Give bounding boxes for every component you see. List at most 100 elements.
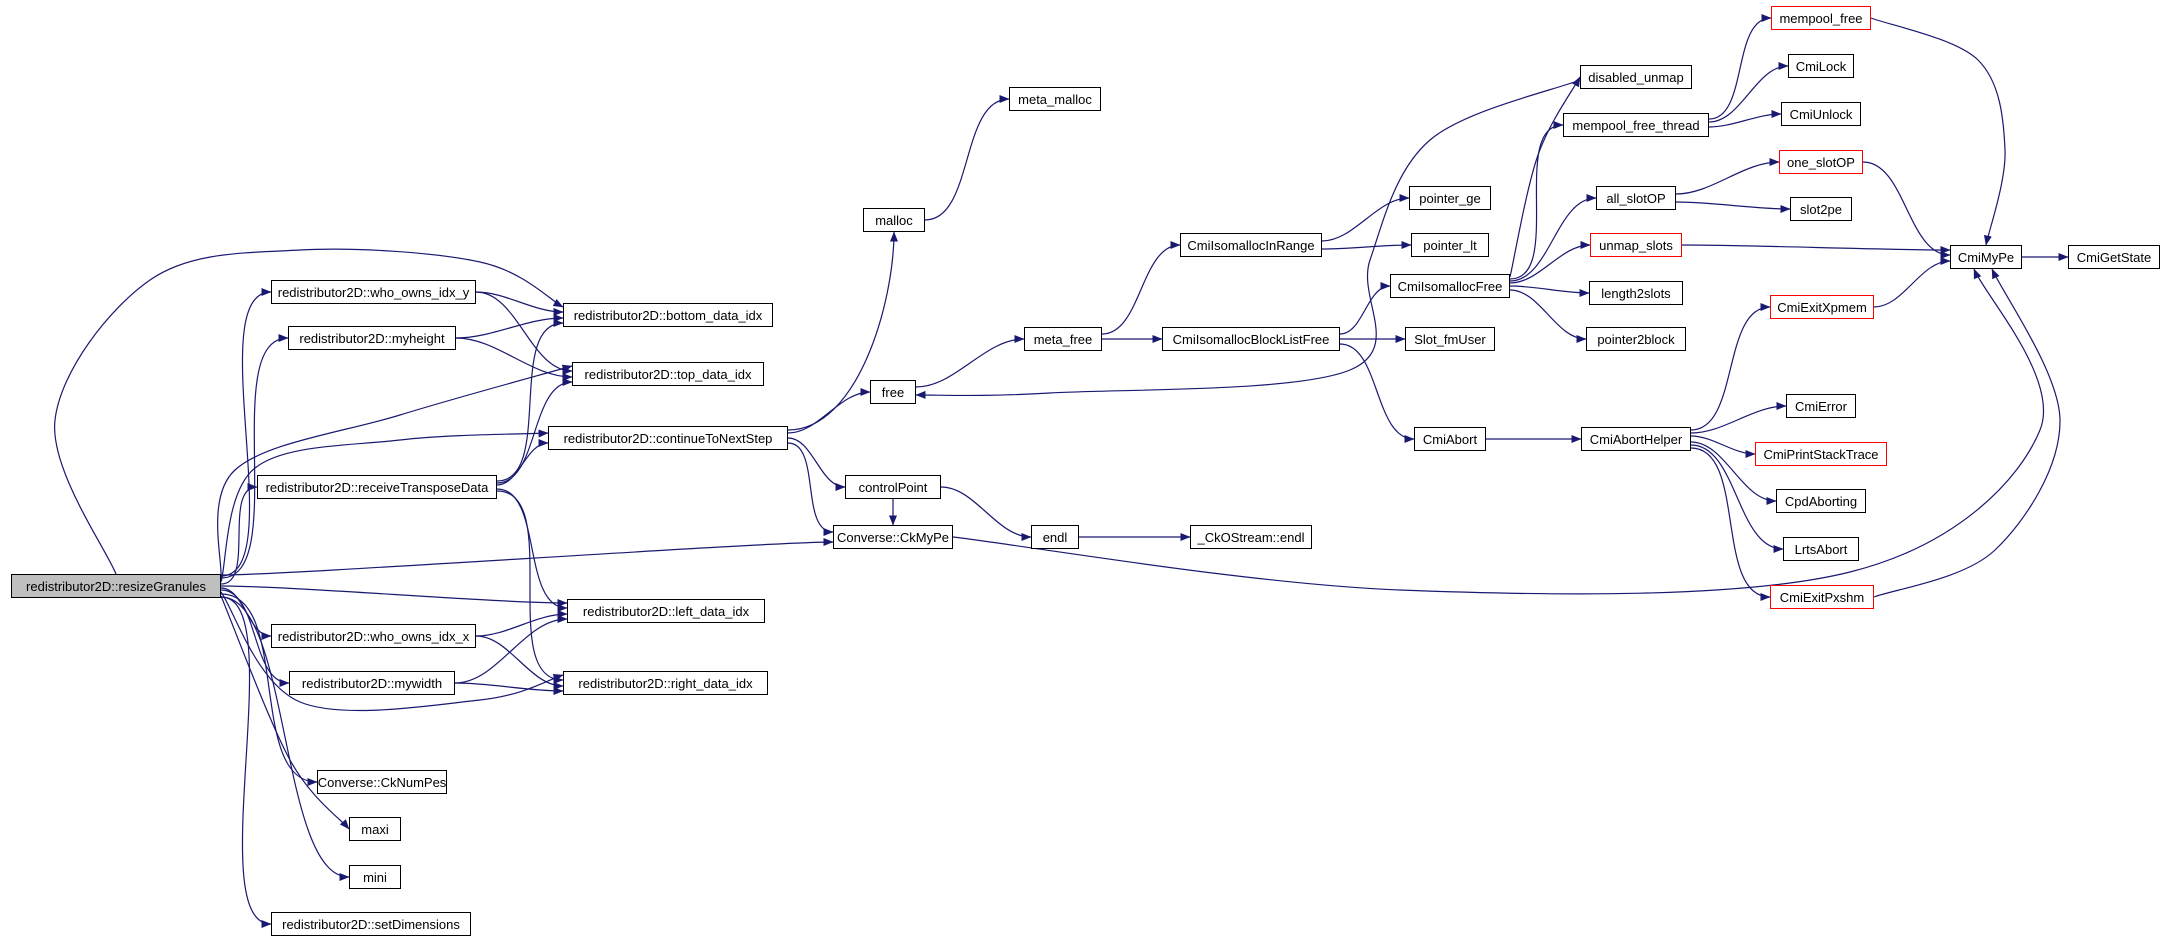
graph-edge-meta_free-to-CmiIsomallocInRange — [1101, 241, 1181, 335]
graph-node-top_data_idx[interactable]: redistributor2D::top_data_idx — [572, 362, 764, 386]
graph-node-slot2pe[interactable]: slot2pe — [1790, 197, 1852, 221]
graph-edge-resizeGranules-to-myheight — [220, 334, 289, 579]
graph-edge-who_owns_idx_x-to-left_data_idx — [475, 610, 568, 637]
graph-node-CpdAborting[interactable]: CpdAborting — [1776, 489, 1866, 513]
graph-node-mempool_free[interactable]: mempool_free — [1771, 6, 1871, 30]
graph-node-CmiMyPe[interactable]: CmiMyPe — [1950, 245, 2022, 269]
graph-node-mempool_free_thread[interactable]: mempool_free_thread — [1563, 113, 1709, 137]
graph-edge-resizeGranules-to-continueToNextStep — [220, 429, 549, 583]
graph-node-length2slots[interactable]: length2slots — [1589, 281, 1683, 305]
graph-node-pointer2block[interactable]: pointer2block — [1586, 327, 1686, 351]
graph-edge-all_slotOP-to-slot2pe — [1675, 201, 1791, 213]
graph-edge-CmiAbortHelper-to-CmiExitPxshm — [1690, 447, 1771, 601]
graph-edge-resizeGranules-to-setDimensions — [220, 596, 272, 928]
graph-edge-mempool_free-to-CmiMyPe — [1870, 17, 2006, 246]
graph-node-CmiLock[interactable]: CmiLock — [1788, 54, 1854, 78]
graph-node-CmiError[interactable]: CmiError — [1786, 394, 1856, 418]
graph-node-pointer_lt[interactable]: pointer_lt — [1411, 233, 1489, 257]
graph-edge-myheight-to-top_data_idx — [455, 337, 573, 381]
graph-edge-CmiIsomallocFree-to-all_slotOP — [1509, 194, 1597, 282]
graph-edge-disabled_unmap-to-free — [915, 79, 1581, 399]
graph-edge-who_owns_idx_y-to-top_data_idx — [475, 291, 573, 375]
graph-node-CmiUnlock[interactable]: CmiUnlock — [1781, 102, 1861, 126]
graph-node-disabled_unmap[interactable]: disabled_unmap — [1580, 65, 1692, 89]
graph-node-free[interactable]: free — [870, 380, 916, 404]
graph-node-setDimensions[interactable]: redistributor2D::setDimensions — [271, 912, 471, 936]
graph-edge-continueToNextStep-to-free — [787, 388, 871, 434]
graph-edge-receiveTransposeData-to-bottom_data_idx — [496, 319, 564, 482]
graph-node-continueToNextStep[interactable]: redistributor2D::continueToNextStep — [548, 426, 788, 450]
graph-edge-mempool_free_thread-to-CmiUnlock — [1708, 110, 1782, 128]
graph-node-bottom_data_idx[interactable]: redistributor2D::bottom_data_idx — [563, 303, 773, 327]
graph-node-mini[interactable]: mini — [349, 865, 401, 889]
graph-node-myheight[interactable]: redistributor2D::myheight — [288, 326, 456, 350]
graph-edge-malloc-to-meta_malloc — [924, 95, 1010, 221]
graph-edge-CmiAbortHelper-to-LrtsAbort — [1690, 444, 1784, 553]
graph-edge-myheight-to-bottom_data_idx — [455, 314, 564, 339]
graph-node-one_slotOP[interactable]: one_slotOP — [1779, 150, 1863, 174]
graph-node-CmiAbort[interactable]: CmiAbort — [1414, 427, 1486, 451]
graph-edge-CmiIsomallocInRange-to-pointer_lt — [1321, 241, 1412, 250]
graph-edge-free-to-meta_free — [915, 335, 1025, 388]
graph-node-receiveTransposeData[interactable]: redistributor2D::receiveTransposeData — [257, 475, 497, 499]
graph-node-right_data_idx[interactable]: redistributor2D::right_data_idx — [563, 671, 768, 695]
graph-edge-all_slotOP-to-one_slotOP — [1675, 158, 1780, 195]
graph-edge-unmap_slots-to-CmiMyPe — [1681, 244, 1951, 254]
graph-node-Slot_fmUser[interactable]: Slot_fmUser — [1405, 327, 1495, 351]
graph-node-all_slotOP[interactable]: all_slotOP — [1596, 186, 1676, 210]
graph-edge-receiveTransposeData-to-top_data_idx — [496, 378, 573, 484]
graph-edge-CkMyPe-to-CmiMyPe — [952, 268, 2045, 595]
graph-edge-resizeGranules-to-CkNumPes — [220, 593, 318, 786]
graph-edge-continueToNextStep-to-CkMyPe — [787, 442, 834, 536]
graph-node-CmiIsomallocFree[interactable]: CmiIsomallocFree — [1390, 274, 1510, 298]
graph-node-LrtsAbort[interactable]: LrtsAbort — [1783, 537, 1859, 561]
graph-node-pointer_ge[interactable]: pointer_ge — [1409, 186, 1491, 210]
graph-node-CmiPrintStackTrace[interactable]: CmiPrintStackTrace — [1755, 442, 1887, 466]
graph-node-left_data_idx[interactable]: redistributor2D::left_data_idx — [567, 599, 765, 623]
graph-node-CmiGetState[interactable]: CmiGetState — [2068, 245, 2160, 269]
graph-node-CkMyPe[interactable]: Converse::CkMyPe — [833, 525, 953, 549]
graph-edge-CmiIsomallocFree-to-disabled_unmap — [1509, 76, 1581, 278]
graph-edge-resizeGranules-to-bottom_data_idx — [54, 248, 564, 575]
graph-node-who_owns_idx_x[interactable]: redistributor2D::who_owns_idx_x — [271, 624, 476, 648]
graph-node-CmiIsomallocBlockListFree[interactable]: CmiIsomallocBlockListFree — [1162, 327, 1340, 351]
graph-edge-CmiExitXpmem-to-CmiMyPe — [1873, 257, 1951, 308]
graph-node-CmiExitXpmem[interactable]: CmiExitXpmem — [1770, 295, 1874, 319]
graph-node-CmiExitPxshm[interactable]: CmiExitPxshm — [1770, 585, 1874, 609]
graph-edge-CmiIsomallocFree-to-mempool_free_thread — [1509, 121, 1564, 280]
graph-node-CkNumPes[interactable]: Converse::CkNumPes — [317, 770, 447, 794]
graph-node-who_owns_idx_y[interactable]: redistributor2D::who_owns_idx_y — [271, 280, 476, 304]
graph-edge-resizeGranules-to-right_data_idx — [220, 591, 564, 712]
graph-node-meta_free[interactable]: meta_free — [1024, 327, 1102, 351]
graph-node-CmiAbortHelper[interactable]: CmiAbortHelper — [1581, 427, 1691, 451]
graph-edge-CmiIsomallocBlockListFree-to-CmiAbort — [1339, 343, 1415, 443]
graph-node-malloc[interactable]: malloc — [863, 208, 925, 232]
graph-node-meta_malloc[interactable]: meta_malloc — [1009, 87, 1101, 111]
graph-edge-CmiExitPxshm-to-CmiMyPe — [1873, 268, 2061, 598]
graph-node-CmiIsomallocInRange[interactable]: CmiIsomallocInRange — [1180, 233, 1322, 257]
graph-edge-CmiIsomallocFree-to-pointer2block — [1509, 289, 1587, 343]
graph-edge-controlPoint-to-endl — [940, 486, 1032, 541]
graph-edge-resizeGranules-to-left_data_idx — [220, 585, 568, 607]
graph-edge-who_owns_idx_y-to-bottom_data_idx — [475, 291, 564, 316]
graph-edge-resizeGranules-to-receiveTransposeData — [220, 483, 258, 585]
graph-node-mywidth[interactable]: redistributor2D::mywidth — [289, 671, 455, 695]
graph-edge-CmiIsomallocFree-to-unmap_slots — [1509, 241, 1591, 284]
graph-edge-receiveTransposeData-to-continueToNextStep — [496, 439, 549, 486]
graph-edge-CmiIsomallocBlockListFree-to-CmiIsomallocFree — [1339, 282, 1391, 335]
graph-node-controlPoint[interactable]: controlPoint — [845, 475, 941, 499]
graph-edge-mywidth-to-right_data_idx — [454, 682, 564, 695]
graph-edge-resizeGranules-to-top_data_idx — [217, 364, 573, 581]
graph-edge-mywidth-to-left_data_idx — [454, 615, 568, 684]
graph-node-unmap_slots[interactable]: unmap_slots — [1590, 233, 1682, 257]
graph-node-resizeGranules[interactable]: redistributor2D::resizeGranules — [11, 574, 221, 598]
edge-group — [54, 14, 2069, 928]
graph-edge-resizeGranules-to-who_owns_idx_y — [220, 288, 272, 577]
graph-node-maxi[interactable]: maxi — [349, 817, 401, 841]
graph-node-endl[interactable]: endl — [1031, 525, 1079, 549]
graph-node-_CkOStream_endl[interactable]: _CkOStream::endl — [1190, 525, 1312, 549]
graph-edge-CmiAbortHelper-to-CmiExitXpmem — [1690, 303, 1771, 431]
graph-edge-resizeGranules-to-mywidth — [220, 589, 290, 687]
graph-edge-CmiAbortHelper-to-CmiPrintStackTrace — [1690, 435, 1756, 458]
